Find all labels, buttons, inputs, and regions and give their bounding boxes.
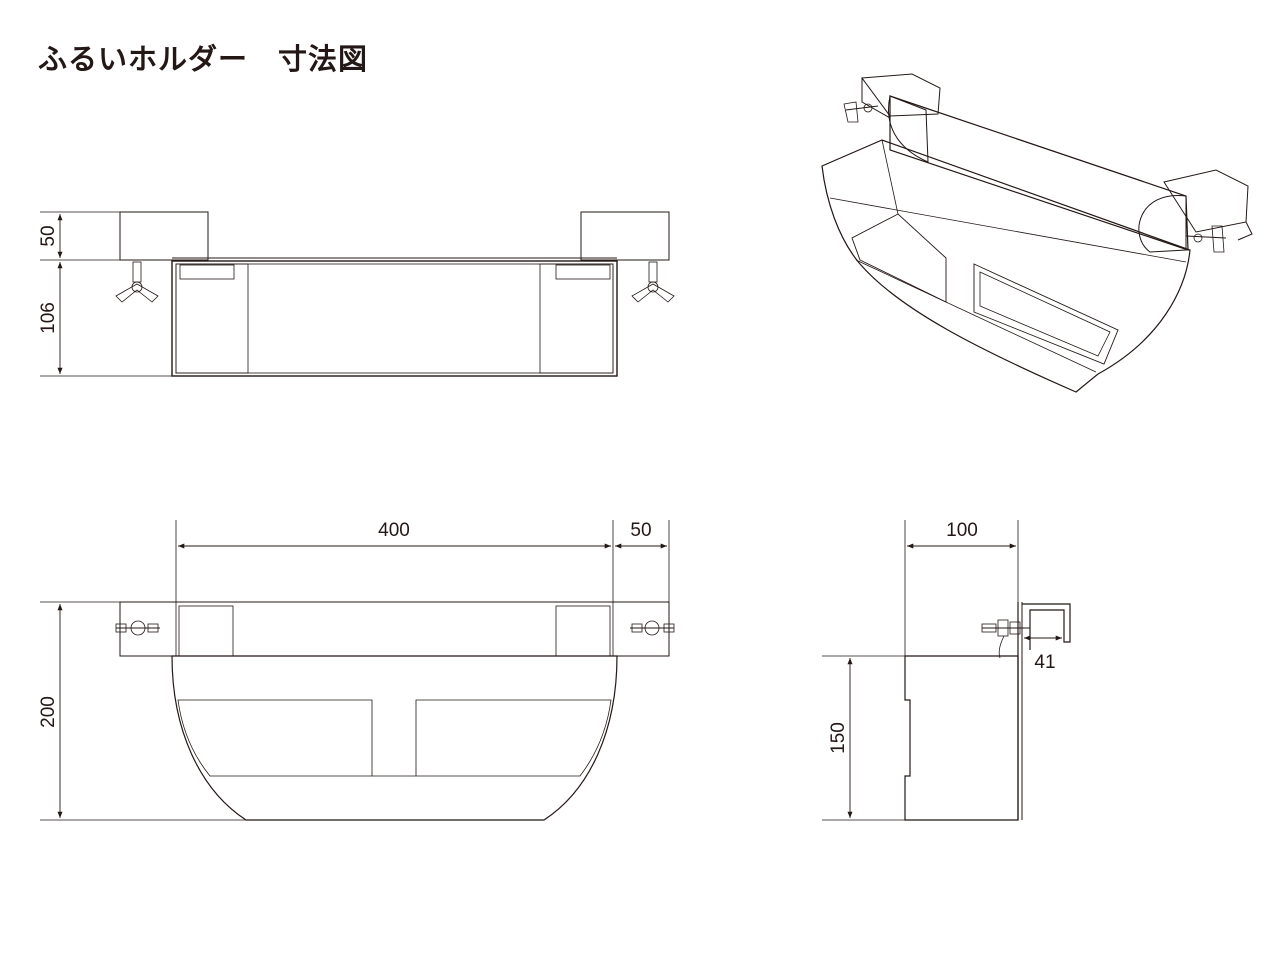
- plan-view: 400 50 200: [38, 520, 675, 821]
- iso-bowl: [821, 139, 1191, 393]
- wing-nut-icon: [115, 261, 159, 303]
- dim-front-top-height: 50: [38, 225, 59, 246]
- bowl-body: [171, 655, 618, 821]
- dim-width-main: 400: [378, 520, 410, 541]
- page-title: ふるいホルダー 寸法図: [38, 42, 369, 76]
- right-clamp-block: [580, 211, 670, 261]
- wing-nut-icon: [1185, 225, 1227, 253]
- dim-clamp-gap: 41: [1034, 652, 1055, 673]
- wing-nut-icon: [843, 101, 879, 123]
- left-clamp-block: [119, 211, 209, 261]
- front-view: 50 106: [38, 211, 675, 377]
- screw-icon: [981, 619, 1030, 659]
- isometric-view: [821, 73, 1253, 393]
- dim-side-width: 100: [946, 520, 978, 541]
- dim-width-clamp: 50: [630, 520, 651, 541]
- wing-nut-icon: [631, 261, 675, 303]
- side-body: [904, 655, 1019, 821]
- top-plate: [119, 601, 670, 657]
- screw-icon: [630, 620, 675, 636]
- dim-front-body-height: 106: [38, 302, 59, 334]
- screw-icon: [115, 620, 160, 636]
- front-body: [171, 260, 618, 377]
- dim-side-height: 150: [828, 722, 849, 754]
- dim-total-height: 200: [38, 696, 59, 728]
- side-view: 100 41 150: [822, 520, 1071, 821]
